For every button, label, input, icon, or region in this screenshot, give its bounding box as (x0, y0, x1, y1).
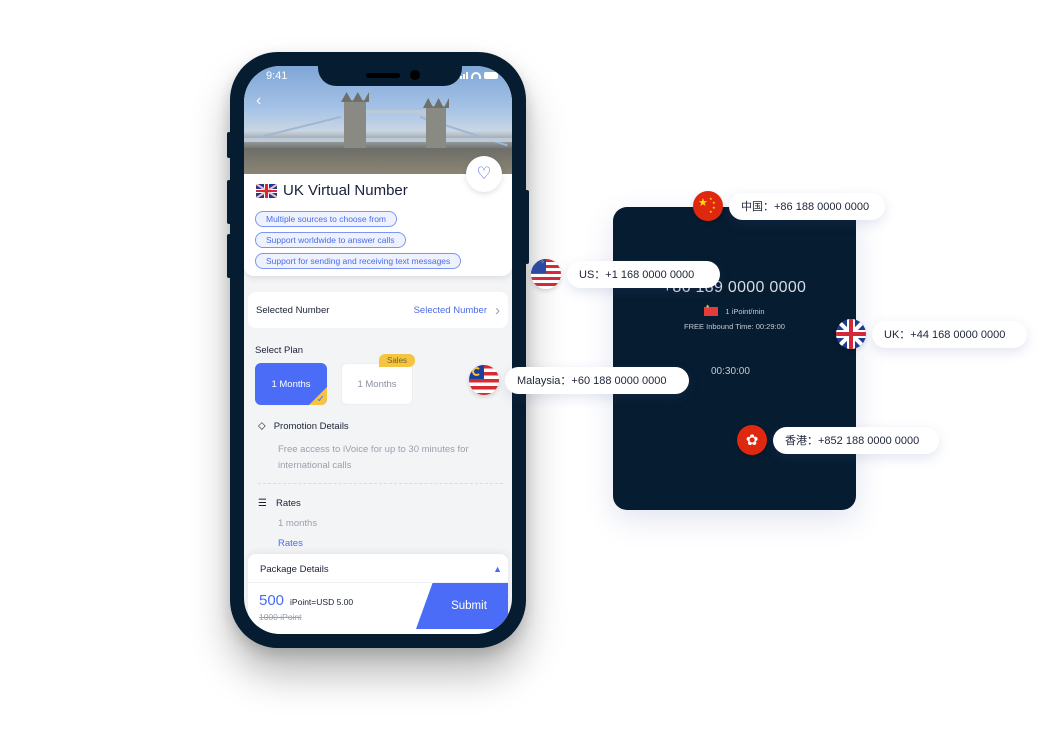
promotion-title: Promotion Details (273, 421, 349, 432)
original-price: 1000 iPoint (259, 612, 302, 622)
rates-title: Rates (275, 498, 301, 509)
price-unit: iPoint=USD 5.00 (290, 597, 354, 607)
callout-hongkong: ✿ 香港：+852 188 0000 0000 (737, 425, 940, 455)
tag-icon: ⬦ (258, 420, 266, 432)
uk-flag-icon (836, 319, 866, 349)
plan-option-selected[interactable]: 1 Months ✓ (255, 363, 327, 405)
select-plan-label: Select Plan (255, 345, 304, 356)
promotion-text: Free access to iVoice for up to 30 minut… (278, 444, 469, 471)
callout-us: US：+1 168 0000 0000 (531, 259, 721, 289)
status-time: 9:41 (266, 70, 288, 82)
selected-corner (309, 387, 327, 405)
favorite-button[interactable]: ♡ (466, 156, 502, 192)
volume-down-button (227, 234, 231, 278)
database-icon: ☰ (258, 498, 267, 509)
feature-tags: Multiple sources to choose from Support … (255, 211, 462, 269)
selected-number-label: Selected Number (256, 304, 330, 316)
battery-icon (484, 72, 498, 79)
callout-uk: UK：+44 168 0000 0000 (836, 319, 1028, 349)
phone-mockup: 9:41 ‹ ♡ UK Virtual Number Multiple sour… (227, 52, 529, 648)
feature-tag: Support for sending and receiving text m… (255, 253, 462, 269)
camera (410, 70, 420, 80)
callout-label: Malaysia：+60 188 0000 0000 (505, 366, 689, 394)
rates-duration: 1 months (278, 518, 318, 529)
power-button (525, 190, 529, 264)
selected-number-value: Selected Number (413, 304, 487, 316)
feature-tag: Multiple sources to choose from (255, 211, 397, 227)
callout-malaysia: Malaysia：+60 188 0000 0000 (469, 365, 689, 395)
checkmark-icon: ✓ (316, 394, 325, 405)
callout-label: UK：+44 168 0000 0000 (872, 320, 1028, 348)
phone-screen: 9:41 ‹ ♡ UK Virtual Number Multiple sour… (244, 66, 512, 634)
selected-number-row[interactable]: Selected Number Selected Number › (248, 292, 508, 328)
page-title: UK Virtual Number (283, 182, 408, 199)
uk-flag-icon (256, 183, 277, 198)
call-timer: 00:30:00 (711, 366, 750, 377)
wifi-icon (471, 72, 481, 79)
mute-switch (227, 132, 231, 158)
chevron-right-icon: › (495, 301, 500, 319)
us-flag-icon (531, 259, 561, 289)
divider (258, 483, 503, 484)
info-card: UK Virtual Number Multiple sources to ch… (244, 174, 512, 276)
callout-label: 香港：+852 188 0000 0000 (773, 426, 940, 454)
rates-link[interactable]: Rates (278, 538, 303, 549)
status-icons (460, 72, 498, 79)
package-title: Package Details (260, 564, 329, 575)
speaker (366, 73, 400, 78)
volume-up-button (227, 180, 231, 224)
china-flag-icon (704, 304, 719, 316)
signal-icon (460, 72, 468, 79)
china-flag-icon: ★ ★ ★ ★ ★ (693, 191, 723, 221)
call-card: +86 189 0000 0000 1 iPoint/min FREE Inbo… (613, 207, 856, 510)
notch (318, 66, 462, 86)
plan-option[interactable]: 1 Months (341, 363, 413, 405)
callout-label: 中国：+86 188 0000 0000 (729, 192, 886, 220)
price-value: 500 (259, 592, 285, 609)
malaysia-flag-icon (469, 365, 499, 395)
sales-badge: Sales (379, 354, 416, 367)
call-rate: 1 iPoint/min (725, 307, 765, 316)
feature-tag: Support worldwide to answer calls (255, 232, 406, 248)
submit-button[interactable]: Submit (416, 583, 508, 629)
free-inbound-time: FREE Inbound Time: 00:29:00 (684, 322, 785, 331)
hongkong-flag-icon: ✿ (737, 425, 767, 455)
package-panel: Package Details ▲ 500 iPoint=USD 5.00 10… (248, 554, 508, 634)
plan-label: 1 Months (357, 378, 397, 390)
plan-label: 1 Months (271, 378, 311, 390)
back-arrow-icon[interactable]: ‹ (256, 92, 262, 109)
heart-icon: ♡ (476, 164, 492, 183)
callout-china: ★ ★ ★ ★ ★ 中国：+86 188 0000 0000 (693, 191, 886, 221)
caret-up-icon[interactable]: ▲ (493, 564, 502, 574)
callout-label: US：+1 168 0000 0000 (567, 260, 721, 288)
